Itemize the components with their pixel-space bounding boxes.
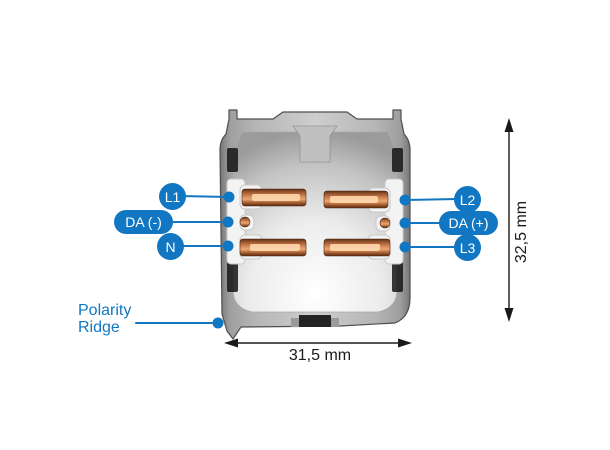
badge-l3: L3 [454, 234, 481, 261]
arrow-bottom [504, 308, 514, 322]
badge-l2: L2 [454, 186, 481, 213]
height-dimension-label: 32,5 mm [513, 200, 530, 264]
dot-da-minus [222, 216, 234, 228]
polarity-ridge-label-line2: Ridge [78, 319, 120, 336]
polarity-ridge-label: Polarity Ridge [78, 302, 131, 336]
badge-l1: L1 [159, 183, 186, 210]
conductor-da-plus [379, 217, 391, 229]
badge-n: N [157, 233, 184, 260]
bottom-slot-lip-right [331, 318, 339, 327]
arrow-left [224, 338, 238, 348]
dot-l3 [399, 241, 411, 253]
pocket-bottom-right [392, 262, 403, 292]
dot-n [222, 240, 234, 252]
arrow-top [504, 118, 514, 132]
dot-polarity-ridge [212, 317, 224, 329]
top-mounting-channel [292, 125, 338, 163]
arrow-right [398, 338, 412, 348]
conductor-l3 [323, 238, 391, 257]
dimension-width [224, 338, 412, 348]
dimension-height [504, 118, 514, 322]
pocket-top-right [392, 148, 403, 172]
bottom-slot-lip-left [291, 318, 299, 327]
dot-l2 [399, 194, 411, 206]
badge-da-minus: DA (-) [114, 210, 173, 234]
pocket-bottom-left [227, 262, 238, 292]
width-dimension-label: 31,5 mm [288, 347, 352, 364]
bottom-slot [299, 315, 331, 327]
leader-lines [135, 195, 459, 324]
leader-l1 [179, 195, 230, 198]
conductor-da-minus [239, 216, 251, 228]
conductor-l2 [323, 190, 389, 209]
dot-l1 [223, 191, 235, 203]
conductor-l1 [241, 188, 307, 207]
leader-l2 [404, 198, 459, 201]
track-profile-body [219, 109, 411, 340]
dot-da-plus [399, 217, 411, 229]
leader-dots [212, 191, 411, 329]
conductor-n [239, 238, 307, 257]
badge-da-plus: DA (+) [439, 211, 498, 235]
polarity-ridge-label-line1: Polarity [78, 302, 132, 319]
pocket-top-left [227, 148, 238, 172]
